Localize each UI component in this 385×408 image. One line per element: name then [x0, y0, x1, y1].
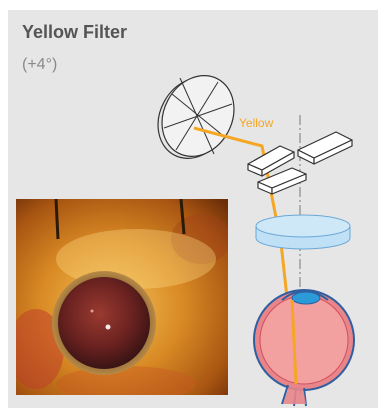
beam-label: Yellow — [239, 116, 274, 130]
objective-lens-icon — [256, 215, 350, 249]
filter-wheel-icon — [144, 63, 247, 171]
eye-cross-section-icon — [254, 290, 354, 406]
